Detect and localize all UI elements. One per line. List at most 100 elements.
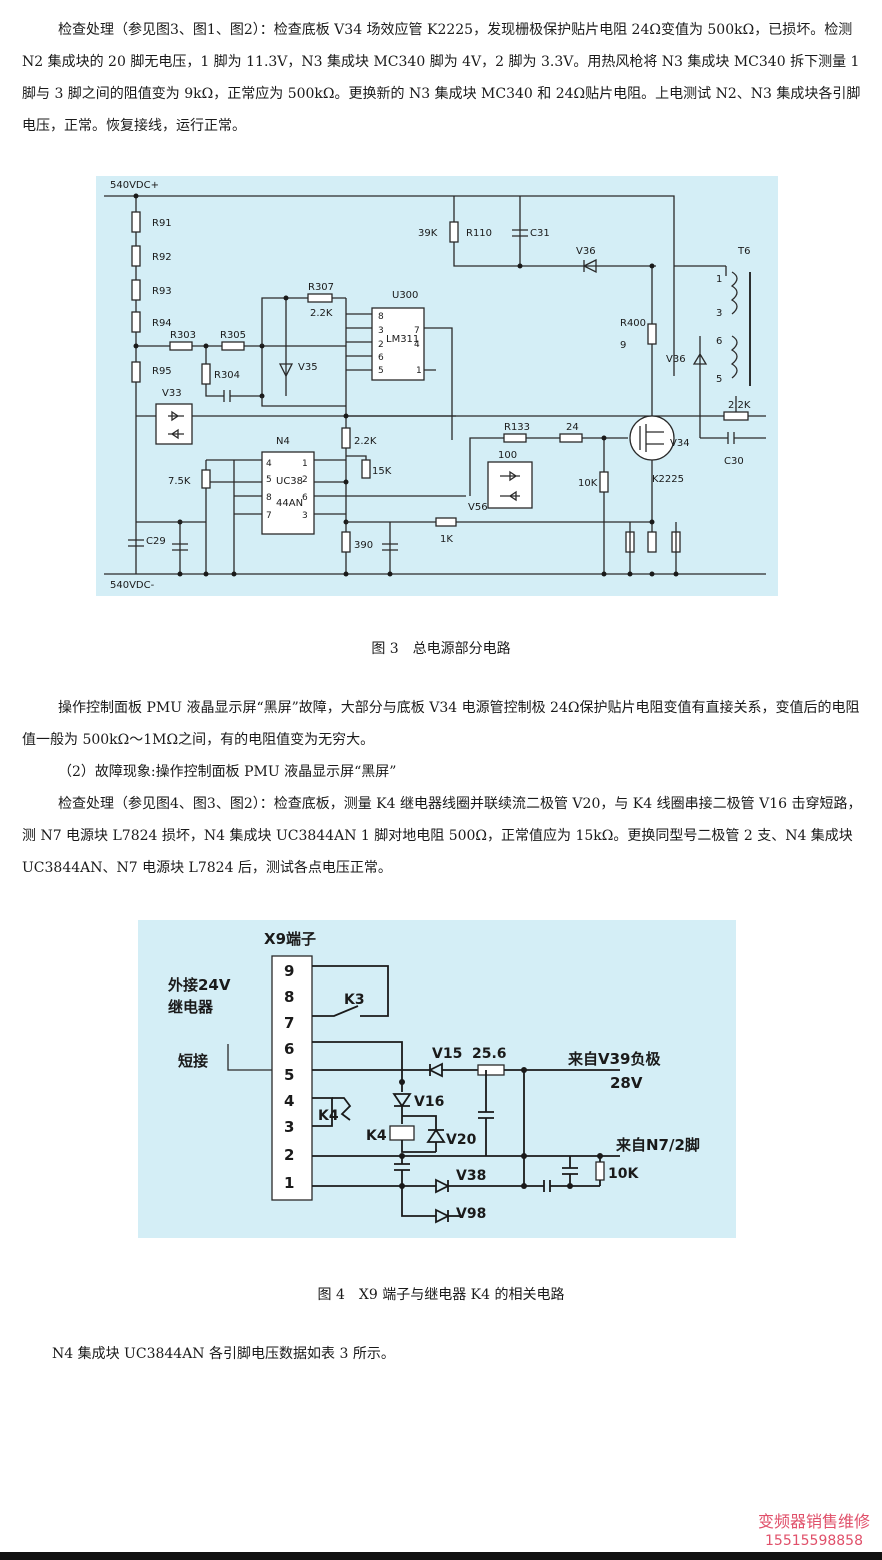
watermark: 变频器销售维修 15515598858 bbox=[758, 1512, 870, 1550]
n4-pin2: 2 bbox=[302, 475, 308, 485]
r25.6-label: 25.6 bbox=[472, 1046, 507, 1062]
r1k-label: 1K bbox=[440, 534, 453, 545]
r93-label: R93 bbox=[152, 286, 172, 297]
x9-pin3: 3 bbox=[284, 1118, 294, 1136]
r15k-label: 15K bbox=[372, 466, 392, 477]
short-label: 短接 bbox=[178, 1052, 208, 1070]
n4-label: N4 bbox=[276, 436, 290, 447]
r303-label: R303 bbox=[170, 330, 196, 341]
u300-pin5: 5 bbox=[378, 366, 384, 376]
v56-label: V56 bbox=[468, 502, 488, 513]
u300-pin3: 3 bbox=[378, 326, 384, 336]
k2225-label: K2225 bbox=[652, 474, 684, 485]
n4-44an: 44AN bbox=[276, 498, 303, 509]
r94-label: R94 bbox=[152, 318, 172, 329]
v38-label: V38 bbox=[456, 1168, 486, 1184]
t6-pin6: 6 bbox=[716, 336, 722, 347]
u300-pin7: 7 bbox=[414, 326, 420, 336]
r-2.2k-right: 2.2K bbox=[728, 400, 751, 411]
u300-pin4: 4 bbox=[414, 340, 420, 350]
28v-label: 28V bbox=[610, 1074, 643, 1092]
x9-terminal-label: X9端子 bbox=[264, 930, 316, 948]
t6-pin5: 5 bbox=[716, 374, 722, 385]
u300-pin6: 6 bbox=[378, 353, 384, 363]
n4-pin4: 4 bbox=[266, 459, 272, 469]
r304-label: R304 bbox=[214, 370, 240, 381]
vdc-minus-label: 540VDC- bbox=[110, 580, 155, 591]
bottom-bar bbox=[0, 1552, 882, 1560]
v15-label: V15 bbox=[432, 1046, 462, 1062]
x9-pin4: 4 bbox=[284, 1092, 294, 1110]
figure-3-caption: 图 3 总电源部分电路 bbox=[371, 641, 511, 657]
r305-label: R305 bbox=[220, 330, 246, 341]
figure-3-schematic: R91 R92 R93 R94 R95 540VDC+ 540VDC- R303… bbox=[104, 180, 766, 591]
t6-pin3: 3 bbox=[716, 308, 722, 319]
n4-pin3: 3 bbox=[302, 511, 308, 521]
watermark-phone: 15515598858 bbox=[765, 1533, 863, 1549]
n4-pin5: 5 bbox=[266, 475, 272, 485]
r307-label: R307 bbox=[308, 282, 334, 293]
v33-label: V33 bbox=[162, 388, 182, 399]
v36a-label: V36 bbox=[576, 246, 596, 257]
k4-coil-label: K4 bbox=[366, 1128, 387, 1144]
x9-pin9: 9 bbox=[284, 962, 294, 980]
r110-value: 39K bbox=[418, 228, 438, 239]
ext-24v-label: 外接24V bbox=[167, 976, 231, 994]
paragraph-fault-symptom: （2）故障现象:操作控制面板 PMU 液晶显示屏“黑屏” bbox=[58, 764, 397, 780]
r7.5k-label: 7.5K bbox=[168, 476, 191, 487]
r100-label: 100 bbox=[498, 450, 517, 461]
k3-label: K3 bbox=[344, 992, 365, 1008]
r91-label: R91 bbox=[152, 218, 172, 229]
watermark-title: 变频器销售维修 bbox=[757, 1512, 870, 1531]
r2.2k-mid-label: 2.2K bbox=[354, 436, 377, 447]
x9-pin7: 7 bbox=[284, 1014, 294, 1032]
v98-label: V98 bbox=[456, 1206, 486, 1222]
figure-3-power-circuit: R91 R92 R93 R94 R95 540VDC+ 540VDC- R303… bbox=[96, 176, 778, 596]
r10k-label: 10K bbox=[578, 478, 598, 489]
n4-pin1: 1 bbox=[302, 459, 308, 469]
t6-label: T6 bbox=[737, 246, 750, 257]
u300-pin1: 1 bbox=[416, 366, 422, 376]
c31-label: C31 bbox=[530, 228, 550, 239]
u300-label: U300 bbox=[392, 290, 418, 301]
from-n7-label: 来自N7/2脚 bbox=[615, 1136, 700, 1154]
v36b-label: V36 bbox=[666, 354, 686, 365]
paragraph-repair-v34: 检查处理（参见图3、图1、图2）：检查底板 V34 场效应管 K2225，发现栅… bbox=[22, 22, 861, 134]
x9-pin6: 6 bbox=[284, 1040, 294, 1058]
x9-pin8: 8 bbox=[284, 988, 294, 1006]
r10k-label-fig4: 10K bbox=[608, 1166, 639, 1182]
r390-label: 390 bbox=[354, 540, 373, 551]
r110-label: R110 bbox=[466, 228, 492, 239]
v34-label: V34 bbox=[670, 438, 690, 449]
r24-label: 24 bbox=[566, 422, 579, 433]
u300-pin8: 8 bbox=[378, 312, 384, 322]
from-v39-label: 来自V39负极 bbox=[567, 1050, 661, 1068]
v35-label: V35 bbox=[298, 362, 318, 373]
r400-label: R400 bbox=[620, 318, 646, 329]
t6-pin1: 1 bbox=[716, 274, 722, 285]
x9-pin1: 1 bbox=[284, 1174, 294, 1192]
r95-label: R95 bbox=[152, 366, 172, 377]
r92-label: R92 bbox=[152, 252, 172, 263]
n4-pin6: 6 bbox=[302, 493, 308, 503]
r400-value: 9 bbox=[620, 340, 626, 351]
n4-uc38: UC38 bbox=[276, 476, 303, 487]
paragraph-pmu-blackscreen: 操作控制面板 PMU 液晶显示屏“黑屏”故障，大部分与底板 V34 电源管控制极… bbox=[22, 700, 860, 748]
x9-pin5: 5 bbox=[284, 1066, 294, 1084]
figure-4-schematic: X9端子 9 8 7 6 5 4 3 2 1 外接24V 继电器 短接 K3 V… bbox=[167, 930, 700, 1224]
u300-pin2: 2 bbox=[378, 340, 384, 350]
r133-label: R133 bbox=[504, 422, 530, 433]
figure-4-x9-k4-circuit: X9端子 9 8 7 6 5 4 3 2 1 外接24V 继电器 短接 K3 V… bbox=[138, 920, 736, 1238]
v20-label: V20 bbox=[446, 1132, 477, 1148]
r307-value: 2.2K bbox=[310, 308, 333, 319]
v16-label: V16 bbox=[414, 1094, 444, 1110]
n4-pin8: 8 bbox=[266, 493, 272, 503]
figure-4-caption: 图 4 X9 端子与继电器 K4 的相关电路 bbox=[317, 1287, 565, 1303]
c30-label: C30 bbox=[724, 456, 744, 467]
paragraph-table-ref: N4 集成块 UC3844AN 各引脚电压数据如表 3 所示。 bbox=[52, 1346, 395, 1362]
vdc-plus-label: 540VDC+ bbox=[110, 180, 159, 191]
k4-contact-label: K4 bbox=[318, 1108, 339, 1124]
n4-pin7: 7 bbox=[266, 511, 272, 521]
c29-label: C29 bbox=[146, 536, 166, 547]
relay-label: 继电器 bbox=[168, 998, 214, 1016]
